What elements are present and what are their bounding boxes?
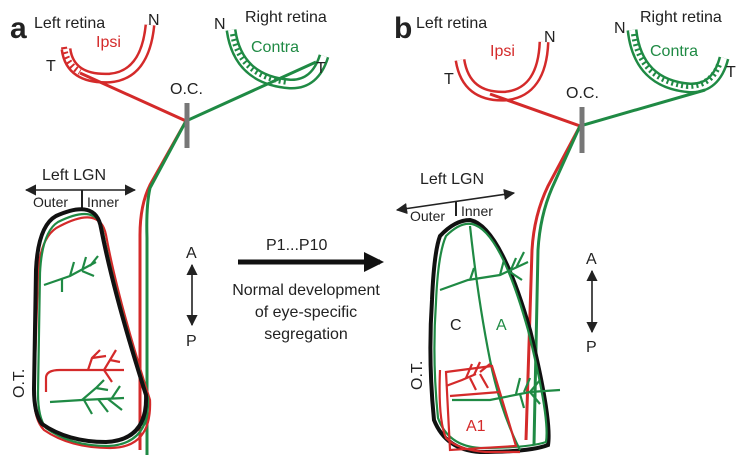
panel-b: b Left retina Ipsi N T Right retina Cont…	[394, 9, 736, 455]
anterior-label-a: A	[186, 245, 197, 262]
left-retina-b-temporal: T	[444, 71, 454, 88]
left-retina-b-nasal: N	[544, 29, 556, 46]
ipsi-label: Ipsi	[96, 34, 121, 51]
contra-arbor-lower-b	[452, 377, 561, 409]
outer-b-label: Outer	[410, 208, 445, 224]
right-retina-b-temporal: T	[726, 64, 736, 81]
right-retina-b-label: Right retina	[640, 9, 722, 26]
right-retina-a	[225, 29, 330, 90]
ipsi-outline-b	[438, 369, 520, 454]
left-retina-nasal: N	[148, 12, 160, 29]
left-retina-b	[454, 41, 550, 102]
lgn-outline-b	[428, 217, 551, 455]
optic-chiasm-b-label: O.C.	[566, 85, 599, 102]
left-retina-temporal-dots	[61, 46, 82, 75]
outer-label: Outer	[33, 194, 68, 210]
posterior-label-b: P	[586, 339, 597, 356]
transition: P1...P10 Normal development of eye-speci…	[232, 237, 384, 343]
ipsi-arbor-a	[44, 349, 124, 392]
contra-arbor-lower-a	[49, 379, 125, 415]
transition-time: P1...P10	[266, 237, 327, 254]
contra-label: Contra	[251, 39, 299, 56]
optic-chiasm-label: O.C.	[170, 81, 203, 98]
transition-line-2: of eye-specific	[255, 304, 357, 321]
transition-line-1: Normal development	[232, 282, 380, 299]
a1-inner-line	[449, 390, 501, 398]
transition-line-3: segregation	[264, 326, 348, 343]
ipsi-b-nerve-path	[489, 92, 583, 441]
left-retina-label: Left retina	[34, 15, 105, 32]
right-retina-cup-inner	[228, 29, 327, 87]
layer-c-label: C	[450, 317, 462, 334]
left-retina-b-cup-inner	[457, 41, 547, 100]
contra-territory-a	[36, 212, 150, 448]
lgn-outline-a	[31, 207, 149, 445]
layer-a1-label: A1	[466, 418, 486, 435]
panel-a: a Left retina Ipsi N T Right retina Cont…	[10, 9, 330, 455]
right-retina-b-dots	[631, 33, 723, 90]
panel-a-letter: a	[10, 12, 27, 45]
optic-tract-b-label: O.T.	[409, 361, 426, 390]
left-retina-a	[60, 24, 156, 84]
a1-layer-box	[444, 364, 518, 452]
contra-arbor-upper-b	[439, 251, 529, 292]
right-retina-b	[626, 29, 730, 94]
a-c-boundary	[468, 225, 521, 451]
optic-tract-label: O.T.	[11, 369, 28, 398]
left-retina-b-label: Left retina	[416, 15, 487, 32]
right-retina-label: Right retina	[245, 9, 327, 26]
right-retina-b-nasal: N	[614, 20, 626, 37]
anterior-label-b: A	[586, 251, 597, 268]
right-retina-nasal: N	[214, 16, 226, 33]
left-lgn-label: Left LGN	[42, 167, 106, 184]
inner-label: Inner	[87, 194, 119, 210]
contra-nerve-path	[145, 60, 317, 455]
right-retina-temporal: T	[316, 60, 326, 77]
left-retina-temporal: T	[46, 58, 56, 75]
left-retina-cup-inner	[63, 24, 153, 82]
contra-arbor-upper-a	[43, 255, 99, 292]
left-lgn-b-label: Left LGN	[420, 171, 484, 188]
ipsi-b-label: Ipsi	[490, 43, 515, 60]
ipsi-nerve-path	[79, 71, 189, 450]
contra-b-label: Contra	[650, 43, 698, 60]
contra-territory-b	[433, 222, 548, 450]
inner-b-label: Inner	[461, 203, 493, 219]
ipsi-arbor-b	[445, 361, 491, 391]
contra-b-nerve-path	[532, 88, 706, 446]
panel-b-letter: b	[394, 12, 412, 45]
posterior-label-a: P	[186, 333, 197, 350]
layer-a-label: A	[496, 317, 507, 334]
